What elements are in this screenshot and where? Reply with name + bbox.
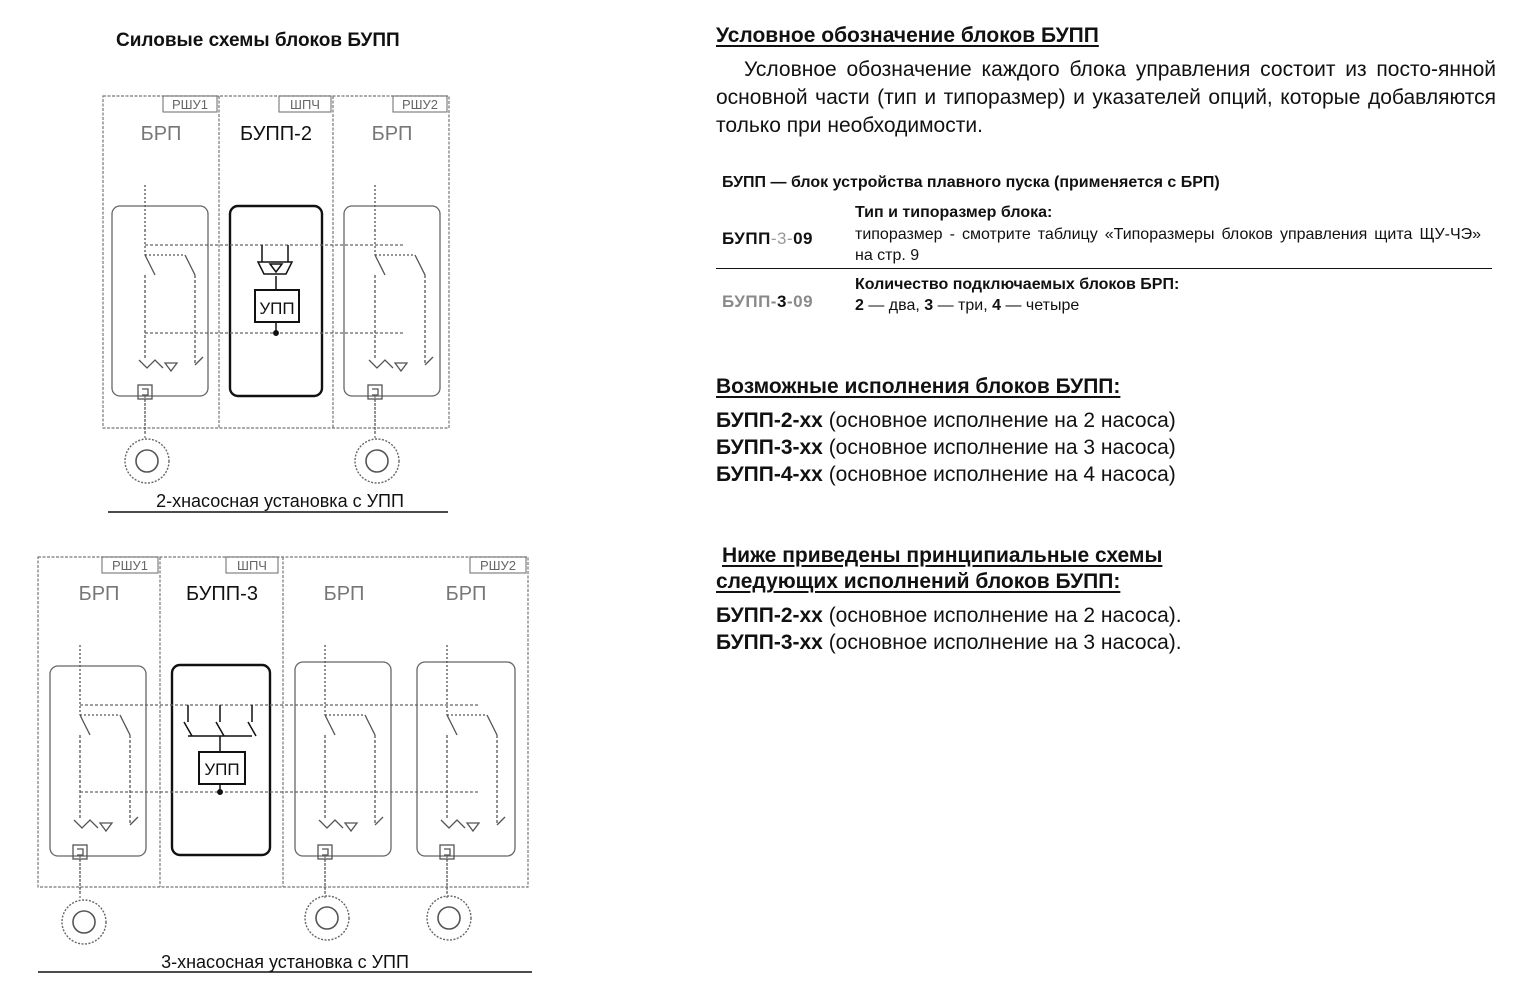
schemes-title: Ниже приведены принципиальные схемы след… bbox=[716, 543, 1162, 595]
d2-block-1: БРП bbox=[79, 583, 120, 605]
power-schemes-diagram: РШУ1 ШПЧ РШУ2 БРП БУПП-2 БРП УПП bbox=[37, 95, 532, 973]
variants-title: Возможные исполнения блоков БУПП: bbox=[716, 375, 1121, 398]
designation-code-count: БУПП-3-09 bbox=[722, 292, 813, 312]
count-3: 3 bbox=[924, 297, 934, 314]
option-type-title: Тип и типоразмер блока: bbox=[855, 204, 1053, 221]
d1-block-3: БРП bbox=[372, 123, 413, 145]
variant-desc: (основное исполнение на 2 насоса) bbox=[822, 409, 1176, 432]
d1-header-1: РШУ1 bbox=[172, 97, 208, 112]
d1-header-3: РШУ2 bbox=[402, 97, 438, 112]
count-4-text: — четыре bbox=[1001, 297, 1080, 314]
d2-block-4: БРП bbox=[446, 583, 487, 605]
variant-desc: (основное исполнение на 3 насоса) bbox=[822, 436, 1176, 459]
variants-list: БУПП-2-хх (основное исполнение на 2 насо… bbox=[716, 407, 1176, 488]
d2-header-2: ШПЧ bbox=[237, 558, 267, 573]
d1-block-2: БУПП-2 bbox=[240, 123, 312, 145]
code2-mid: 3 bbox=[776, 292, 787, 311]
designation-paragraph: Условное обозначение каждого блока управ… bbox=[716, 58, 1496, 137]
option-count-title: Количество подключаемых блоков БРП: bbox=[855, 276, 1180, 293]
variant-code: БУПП-2-хх bbox=[716, 409, 823, 432]
option-count-description: 2 — два, 3 — три, 4 — четыре bbox=[855, 297, 1079, 315]
d2-caption: 3-хнасосная установка с УПП bbox=[161, 952, 409, 972]
d2-header-3: РШУ2 bbox=[480, 558, 516, 573]
d1-block-1: БРП bbox=[141, 123, 182, 145]
scheme-item: БУПП-3-хх (основное исполнение на 3 насо… bbox=[716, 629, 1182, 656]
code2-base: БУПП- bbox=[722, 292, 777, 311]
count-2-text: — два, bbox=[863, 297, 925, 314]
scheme-item: БУПП-2-хх (основное исполнение на 2 насо… bbox=[716, 602, 1182, 629]
option-divider bbox=[716, 268, 1492, 269]
d2-header-1: РШУ1 bbox=[112, 558, 148, 573]
scheme-code: БУПП-2-хх bbox=[716, 604, 823, 627]
diagram-3-pump: РШУ1 ШПЧ РШУ2 БРП БУПП-3 БРП БРП УПП bbox=[37, 556, 532, 973]
scheme-code: БУПП-3-хх bbox=[716, 631, 823, 654]
scheme-desc: (основное исполнение на 3 насоса). bbox=[822, 631, 1182, 654]
variant-desc: (основное исполнение на 4 насоса) bbox=[822, 463, 1176, 486]
code1-end: 09 bbox=[793, 229, 814, 248]
schemes-title-line-2: следующих исполнений блоков БУПП: bbox=[716, 570, 1121, 593]
code1-mid: -3- bbox=[770, 229, 794, 248]
d1-header-2: ШПЧ bbox=[290, 97, 320, 112]
left-title: Силовые схемы блоков БУПП bbox=[116, 30, 400, 51]
variant-item: БУПП-3-хх (основное исполнение на 3 насо… bbox=[716, 434, 1176, 461]
designation-title: Условное обозначение блоков БУПП bbox=[716, 24, 1099, 47]
d1-caption: 2-хнасосная установка с УПП bbox=[156, 491, 404, 511]
diagram-2-pump: РШУ1 ШПЧ РШУ2 БРП БУПП-2 БРП УПП bbox=[102, 95, 450, 513]
code2-end: -09 bbox=[786, 292, 814, 311]
option-type-description: типоразмер - смотрите таблицу «Типоразме… bbox=[855, 226, 1481, 264]
bupp-definition: БУПП — блок устройства плавного пуска (п… bbox=[722, 174, 1220, 191]
d2-block-3: БРП bbox=[324, 583, 365, 605]
d2-upp-label: УПП bbox=[204, 760, 239, 779]
schemes-title-line-1: Ниже приведены принципиальные схемы bbox=[722, 544, 1163, 567]
designation-code-type: БУПП-3-09 bbox=[722, 229, 813, 249]
d1-upp-label: УПП bbox=[259, 299, 294, 318]
scheme-desc: (основное исполнение на 2 насоса). bbox=[822, 604, 1182, 627]
count-3-text: — три, bbox=[933, 297, 993, 314]
d2-block-2: БУПП-3 bbox=[186, 583, 258, 605]
count-2: 2 bbox=[855, 297, 864, 314]
variant-code: БУПП-3-хх bbox=[716, 436, 823, 459]
variant-code: БУПП-4-хх bbox=[716, 463, 823, 486]
code1-base: БУПП bbox=[722, 229, 771, 248]
count-4: 4 bbox=[992, 297, 1002, 314]
schemes-list: БУПП-2-хх (основное исполнение на 2 насо… bbox=[716, 602, 1182, 656]
variant-item: БУПП-4-хх (основное исполнение на 4 насо… bbox=[716, 461, 1176, 488]
variant-item: БУПП-2-хх (основное исполнение на 2 насо… bbox=[716, 407, 1176, 434]
